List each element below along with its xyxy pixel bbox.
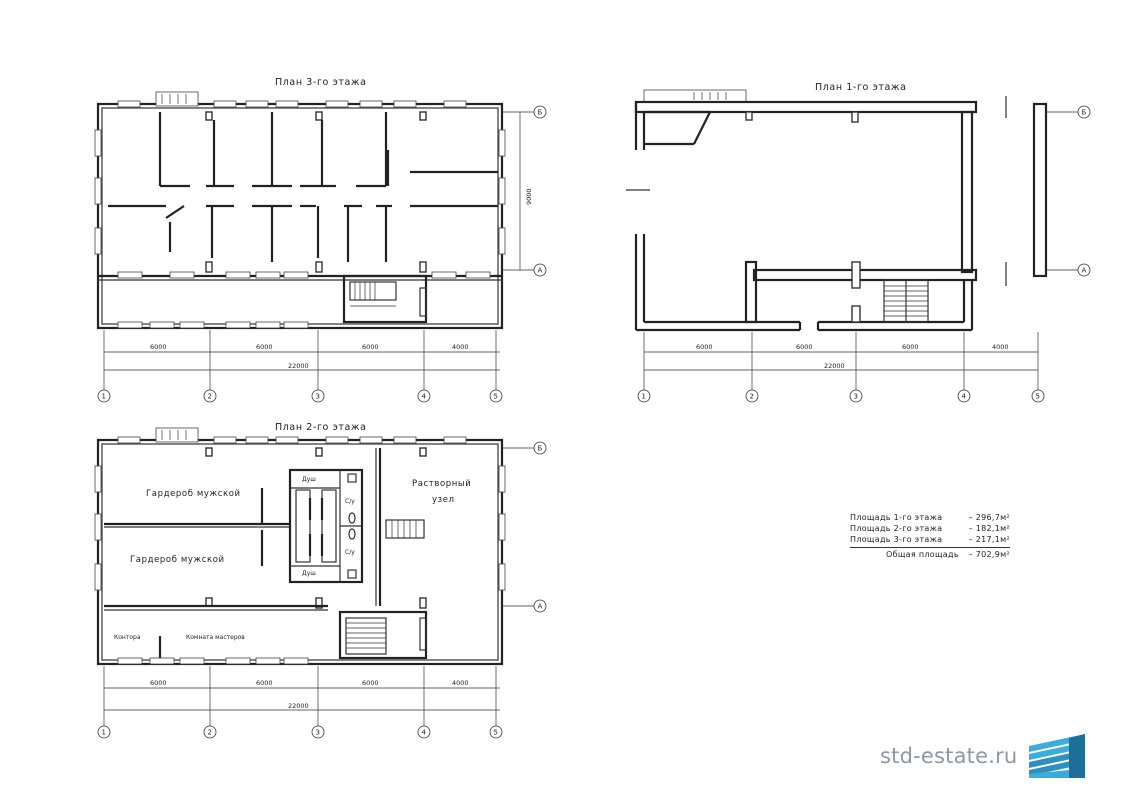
- room-label: С/у: [345, 549, 355, 556]
- axis-label: Б: [538, 109, 543, 117]
- area-label: Площадь 3-го этажа: [850, 535, 943, 544]
- room-label-mortar: узел: [432, 495, 455, 505]
- dim-total: 22000: [288, 362, 309, 370]
- axis-label: 5: [494, 393, 498, 401]
- axis-markers-floor2: 1 2 3 4 5 Б А: [97, 441, 547, 739]
- dim-label: 6000: [150, 679, 167, 687]
- logo-text: std-estate.ru: [880, 744, 1018, 768]
- dim-label: 6000: [256, 679, 273, 687]
- dim-label: 6000: [362, 679, 379, 687]
- sanitary-block: Душ Душ С/у С/у: [288, 468, 364, 584]
- windows-top-floor3: [117, 91, 467, 108]
- building-logo-icon: [1029, 734, 1086, 778]
- dim-height: 9000: [525, 188, 533, 205]
- area-row-floor3: Площадь 3-го этажа – 217,1м²: [850, 534, 1010, 545]
- dimensions-floor1: 6000 6000 6000 4000 22000: [643, 111, 1080, 392]
- axis-label: 1: [642, 393, 646, 401]
- area-value: – 296,7м²: [968, 513, 1010, 522]
- area-summary: Площадь 1-го этажа – 296,7м² Площадь 2-г…: [850, 512, 1010, 560]
- axis-label: А: [538, 603, 543, 611]
- area-total-value: – 702,9м²: [968, 550, 1010, 559]
- axis-label: 3: [316, 729, 320, 737]
- axis-label: А: [538, 267, 543, 275]
- dim-label: 4000: [992, 343, 1009, 351]
- stair-floor3: [342, 274, 428, 324]
- room-label-wardrobe-bottom: Гардероб мужской: [130, 555, 225, 565]
- axis-label: 4: [962, 393, 967, 401]
- dim-label: 6000: [796, 343, 813, 351]
- room-label-masters: Комната мастеров: [186, 634, 245, 641]
- area-row-floor1: Площадь 1-го этажа – 296,7м²: [850, 512, 1010, 523]
- area-label: Площадь 2-го этажа: [850, 524, 943, 533]
- dimensions-floor2: 6000 6000 6000 4000 22000: [103, 447, 540, 728]
- axis-label: Б: [538, 445, 543, 453]
- axis-label: 5: [1036, 393, 1040, 401]
- room-label: Душ: [302, 476, 316, 483]
- axis-label: 3: [316, 393, 320, 401]
- axis-label: 5: [494, 729, 498, 737]
- axis-label: 4: [422, 393, 427, 401]
- axis-label: 4: [422, 729, 427, 737]
- room-label-wardrobe-top: Гардероб мужской: [146, 489, 241, 499]
- axis-label: 3: [854, 393, 858, 401]
- site-logo[interactable]: std-estate.ru: [880, 730, 1089, 782]
- plan-floor-3: План 3-го этажа: [94, 77, 547, 403]
- room-label-office: Контора: [114, 634, 141, 641]
- room-label: С/у: [345, 498, 355, 505]
- dim-label: 6000: [902, 343, 919, 351]
- dim-label: 4000: [452, 343, 469, 351]
- dimensions-floor3: 6000 6000 6000 4000 22000 9000: [103, 111, 540, 392]
- area-value: – 217,1м²: [968, 535, 1010, 544]
- area-value: – 182,1м²: [968, 524, 1010, 533]
- axis-markers-floor3: 1 2 3 4 5 Б А: [97, 105, 547, 403]
- dim-label: 4000: [452, 679, 469, 687]
- area-row-floor2: Площадь 2-го этажа – 182,1м²: [850, 523, 1010, 534]
- plan-title-floor3: План 3-го этажа: [275, 77, 367, 88]
- axis-label: 1: [102, 729, 106, 737]
- area-total-label: Общая площадь: [886, 550, 959, 559]
- axis-label: Б: [1082, 109, 1087, 117]
- axis-label: 1: [102, 393, 106, 401]
- partitions-floor3: [108, 112, 498, 262]
- dim-total: 22000: [288, 702, 309, 710]
- plan-floor-2: План 2-го этажа: [94, 422, 547, 739]
- plan-floor-1: План 1-го этажа: [626, 82, 1091, 403]
- dim-total: 22000: [824, 362, 845, 370]
- room-label-mortar: Растворный: [412, 479, 471, 489]
- outer-wall-floor2: [96, 438, 504, 666]
- axis-label: А: [1082, 267, 1087, 275]
- dim-label: 6000: [150, 343, 167, 351]
- axis-markers-floor1: 1 2 3 4 5 Б А: [637, 105, 1091, 403]
- outer-wall-floor3: [96, 102, 504, 330]
- area-label: Площадь 1-го этажа: [850, 513, 943, 522]
- axis-label: 2: [750, 393, 754, 401]
- plan-title-floor1: План 1-го этажа: [815, 82, 907, 93]
- dim-label: 6000: [256, 343, 273, 351]
- area-row-total: Общая площадь – 702,9м²: [850, 547, 1010, 560]
- axis-label: 2: [208, 729, 212, 737]
- plan-title-floor2: План 2-го этажа: [275, 422, 367, 433]
- dim-label: 6000: [696, 343, 713, 351]
- room-label: Душ: [302, 570, 316, 577]
- axis-label: 2: [208, 393, 212, 401]
- dim-label: 6000: [362, 343, 379, 351]
